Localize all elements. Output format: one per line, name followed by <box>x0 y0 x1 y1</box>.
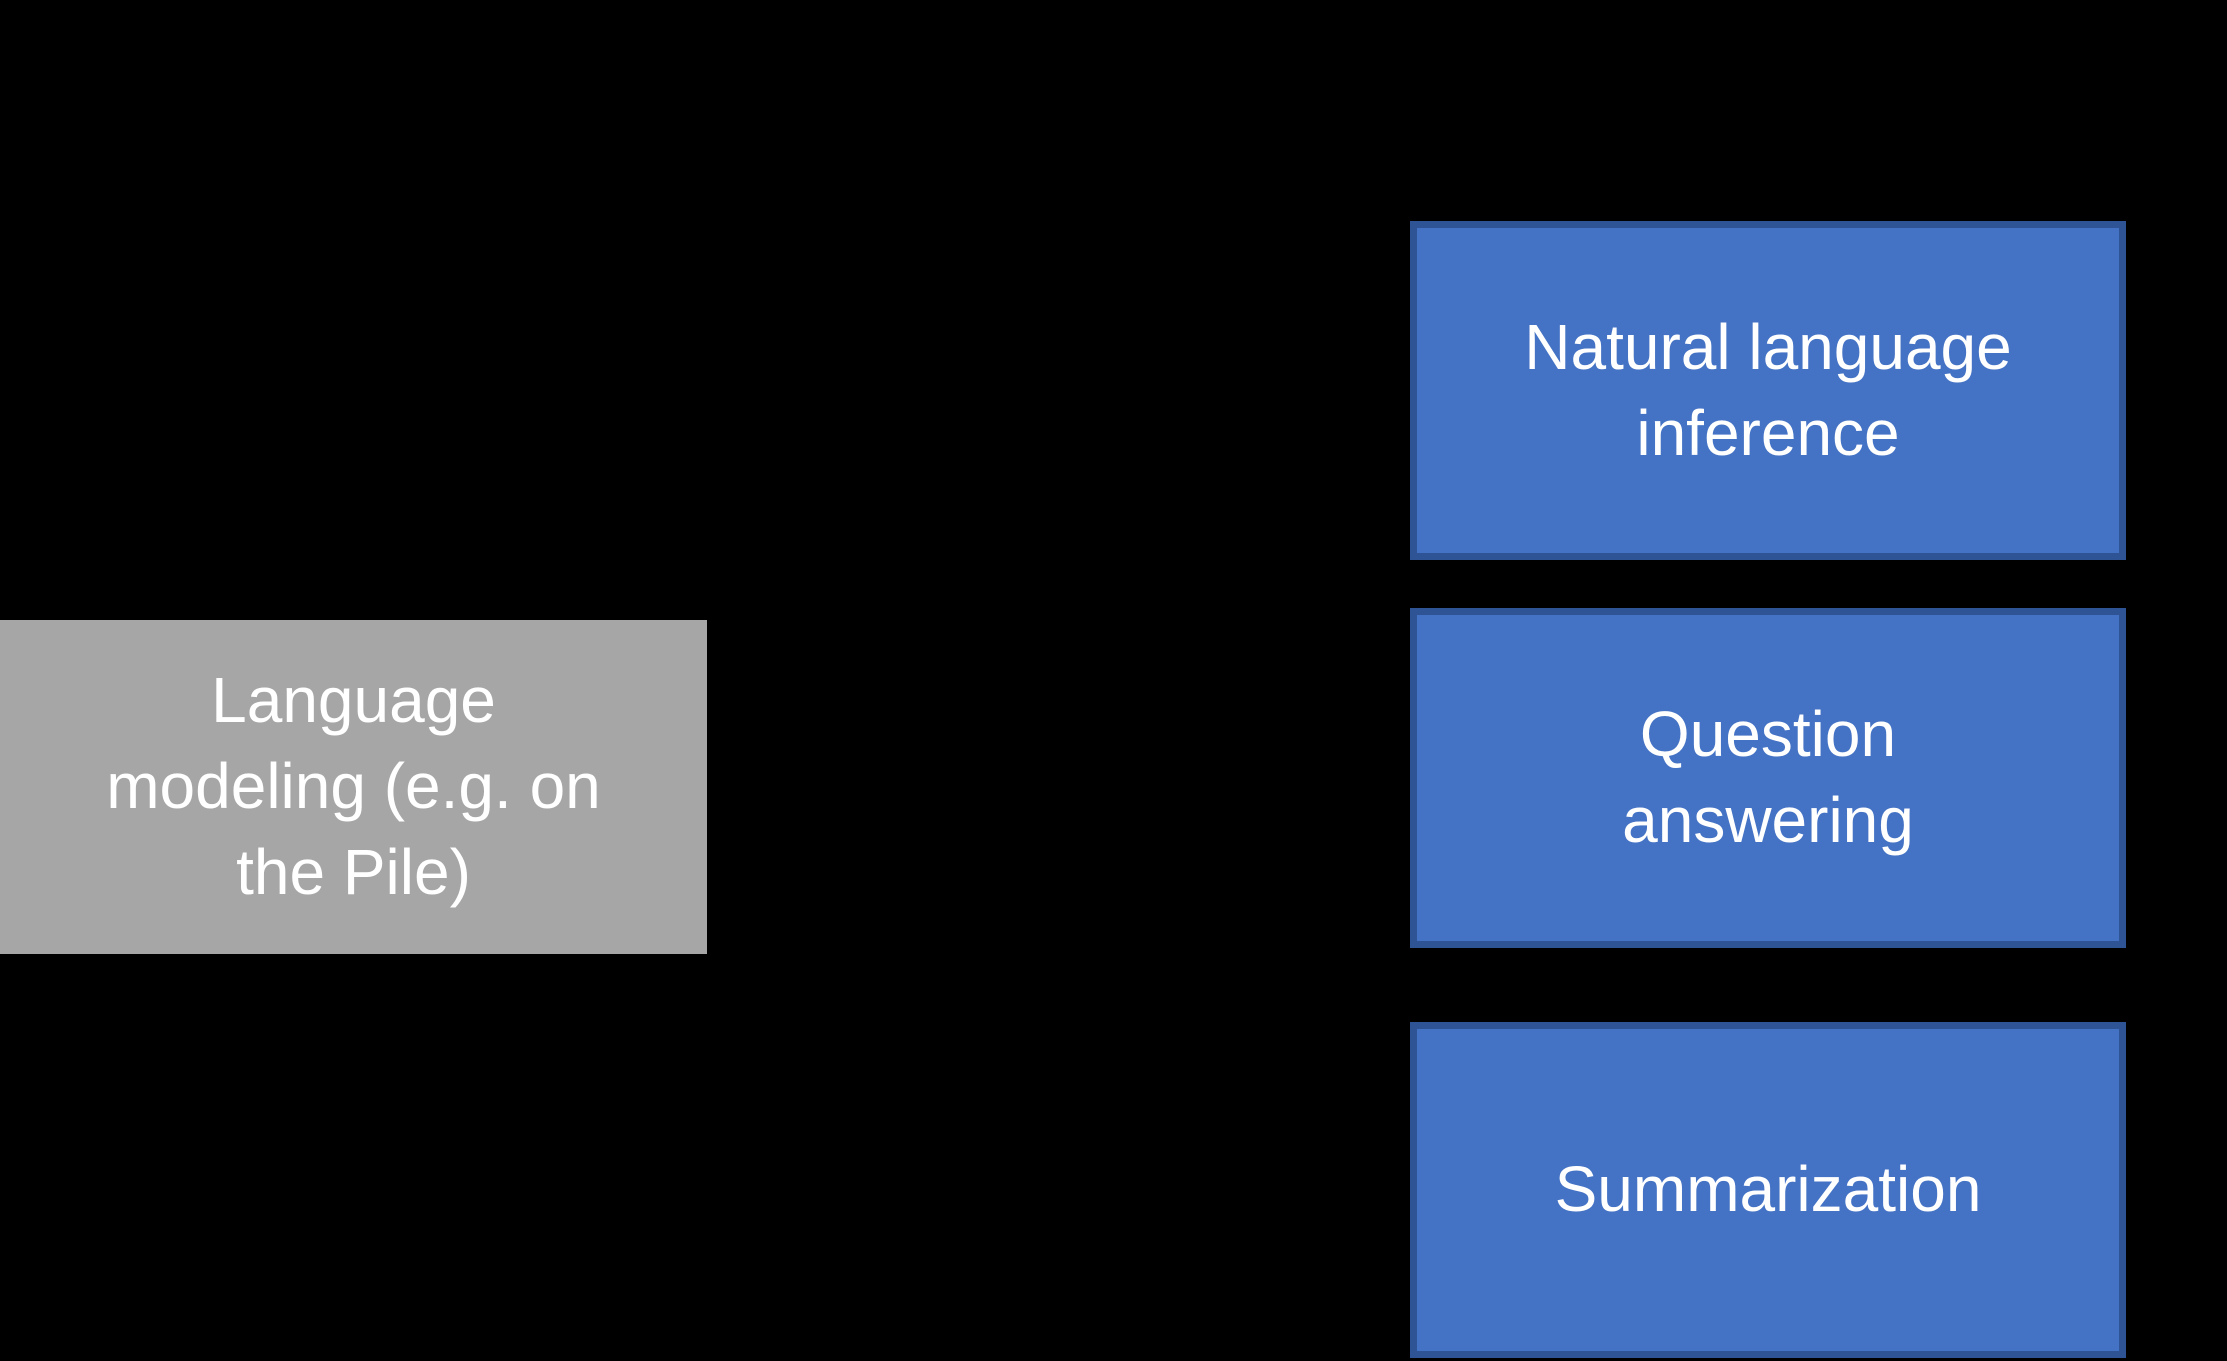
node-summarization: Summarization <box>1410 1022 2126 1358</box>
node-natural-language-inference: Natural language inference <box>1410 221 2126 560</box>
node-label-line: answering <box>1622 784 1914 856</box>
node-label-line: the Pile) <box>236 835 471 908</box>
node-label-line: Language <box>211 664 496 737</box>
node-label-line: modeling (e.g. on <box>106 750 601 823</box>
node-label-line: Question <box>1639 698 1897 771</box>
node-label-line: Summarization <box>1554 1153 1982 1226</box>
node-label-line: inference <box>1636 396 1900 469</box>
node-language-modeling: Language modeling (e.g. on the Pile) <box>0 620 707 954</box>
node-question-answering: Question answering <box>1410 608 2126 948</box>
node-label-line: Natural language <box>1524 310 2012 383</box>
